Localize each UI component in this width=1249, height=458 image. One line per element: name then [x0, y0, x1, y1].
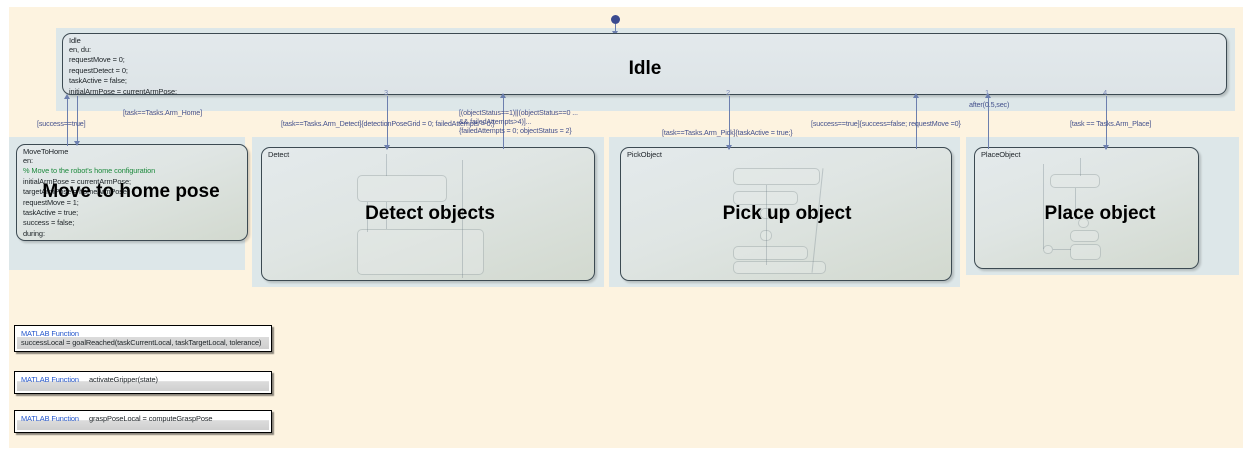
arrow-pickobject-to-idle	[913, 93, 919, 98]
matlab-function-activate-gripper-keyword: MATLAB Function	[21, 375, 79, 384]
canvas-gutter-top	[0, 0, 1249, 7]
wire-idle-to-movetohome[interactable]	[77, 96, 79, 145]
state-move-to-home-body: en: % Move to the robot's home configura…	[23, 156, 224, 240]
wire-idle-to-placeobject[interactable]	[1106, 96, 1108, 149]
state-move-to-home-name: MoveToHome	[23, 147, 69, 156]
place-connector-2	[1075, 188, 1076, 220]
detect-substate-2	[357, 229, 484, 275]
transition-label-success-pick[interactable]: [success==true]{success=false; requestMo…	[811, 119, 961, 128]
place-substate-5	[1043, 245, 1053, 254]
matlab-function-activate-gripper[interactable]: MATLAB Function activateGripper(state)	[14, 371, 272, 394]
matlab-function-compute-grasp-pose-keyword: MATLAB Function	[21, 414, 79, 423]
state-pick-object-name: PickObject	[627, 150, 662, 159]
matlab-function-goal-reached-keyword: MATLAB Function	[21, 329, 79, 338]
pick-substate-5	[733, 246, 808, 260]
detect-connector-2	[367, 202, 368, 232]
wire-movetohome-to-idle[interactable]	[67, 98, 69, 146]
arrow-idle-to-placeobject	[1103, 145, 1109, 150]
caption-idle: Idle	[628, 58, 662, 79]
matlab-function-activate-gripper-face: MATLAB Function activateGripper(state)	[17, 374, 269, 391]
transition-label-object-status-line1[interactable]: [(objectStatus==1)||(objectStatus==0 ...	[459, 108, 578, 117]
place-connector-1	[1043, 164, 1044, 249]
matlab-function-activate-gripper-signature: activateGripper(state)	[89, 375, 158, 384]
transition-number-3: 3	[384, 88, 389, 97]
detect-connector-3	[462, 160, 463, 278]
transition-label-after-place[interactable]: after(0.5,sec)	[969, 100, 1010, 109]
arrow-movetohome-to-idle	[64, 94, 70, 99]
transition-number-1: 1	[985, 88, 990, 97]
caption-place-object: Place object	[1044, 203, 1156, 224]
place-substate-3	[1070, 230, 1099, 242]
matlab-function-compute-grasp-pose-signature: graspPoseLocal = computeGraspPose	[89, 414, 213, 423]
arrow-idle-to-pickobject	[726, 145, 732, 150]
place-substate-2	[1078, 218, 1089, 228]
state-place-object-name: PlaceObject	[981, 150, 1021, 159]
default-transition-wire	[615, 24, 617, 34]
transition-label-object-status-line3[interactable]: {failedAttempts = 0; objectStatus = 2}	[459, 126, 572, 135]
place-connector-4	[1053, 249, 1071, 250]
arrow-idle-to-detect	[384, 145, 390, 150]
place-substate-4	[1070, 244, 1101, 260]
state-idle-body: en, du: requestMove = 0; requestDetect =…	[69, 45, 177, 95]
pick-substate-3	[760, 208, 772, 219]
matlab-function-goal-reached-signature: successLocal = goalReached(taskCurrentLo…	[21, 338, 262, 347]
place-substate-1	[1050, 174, 1100, 188]
place-connector-3	[1080, 158, 1081, 176]
caption-move-to-home: Move to home pose	[42, 181, 220, 202]
state-idle[interactable]: Idle en, du: requestMove = 0; requestDet…	[62, 33, 1227, 95]
wire-idle-to-pickobject[interactable]	[729, 96, 731, 149]
state-detect-name: Detect	[268, 150, 290, 159]
state-place-object[interactable]: PlaceObject	[974, 147, 1199, 269]
transition-label-arm-place[interactable]: [task == Tasks.Arm_Place]	[1070, 119, 1152, 128]
matlab-function-compute-grasp-pose-face: MATLAB Function graspPoseLocal = compute…	[17, 413, 269, 430]
wire-placeobject-to-idle[interactable]	[988, 96, 990, 149]
detect-connector-1	[386, 202, 387, 229]
detect-connector-4	[386, 154, 387, 176]
transition-label-success-home[interactable]: [success==true]	[37, 119, 86, 128]
detect-substate-1	[357, 175, 447, 202]
state-detect[interactable]: Detect	[261, 147, 595, 281]
pick-substate-4	[760, 230, 772, 241]
transition-label-object-status-line2[interactable]: && failedAttempts>4)]...	[459, 117, 532, 126]
caption-pick-object: Pick up object	[722, 203, 852, 224]
state-pick-object[interactable]: PickObject	[620, 147, 952, 281]
wire-pickobject-to-idle[interactable]	[916, 96, 918, 149]
transition-label-arm-detect[interactable]: [task==Tasks.Arm_Detect]{detectionPoseGr…	[281, 119, 495, 128]
state-move-to-home[interactable]: MoveToHome en: % Move to the robot's hom…	[16, 144, 248, 241]
matlab-function-goal-reached-face: MATLAB Function successLocal = goalReach…	[17, 328, 269, 349]
wire-detect-to-idle[interactable]	[503, 96, 505, 149]
transition-number-2: 2	[726, 88, 731, 97]
pick-substate-2	[733, 191, 798, 205]
transition-number-4: 4	[1103, 88, 1108, 97]
canvas-gutter-right	[1243, 0, 1249, 458]
pick-substate-1	[733, 168, 820, 185]
caption-detect: Detect objects	[365, 203, 495, 224]
matlab-function-compute-grasp-pose[interactable]: MATLAB Function graspPoseLocal = compute…	[14, 410, 272, 433]
matlab-function-goal-reached[interactable]: MATLAB Function successLocal = goalReach…	[14, 325, 272, 352]
arrow-idle-to-movetohome	[74, 141, 80, 146]
canvas-gutter-left	[0, 0, 9, 458]
arrow-placeobject-to-idle	[985, 93, 991, 98]
canvas-gutter-bottom	[0, 448, 1249, 458]
wire-idle-to-detect[interactable]	[387, 96, 389, 149]
transition-label-arm-pick[interactable]: [task==Tasks.Arm_Pick]{taskActive = true…	[662, 128, 793, 137]
transition-label-arm-home[interactable]: [task==Tasks.Arm_Home]	[123, 108, 202, 117]
pick-connector-1	[766, 185, 767, 265]
arrow-detect-to-idle	[500, 93, 506, 98]
default-transition-junction[interactable]	[611, 15, 620, 24]
state-idle-name: Idle	[69, 36, 81, 45]
pick-substate-6	[733, 261, 826, 274]
